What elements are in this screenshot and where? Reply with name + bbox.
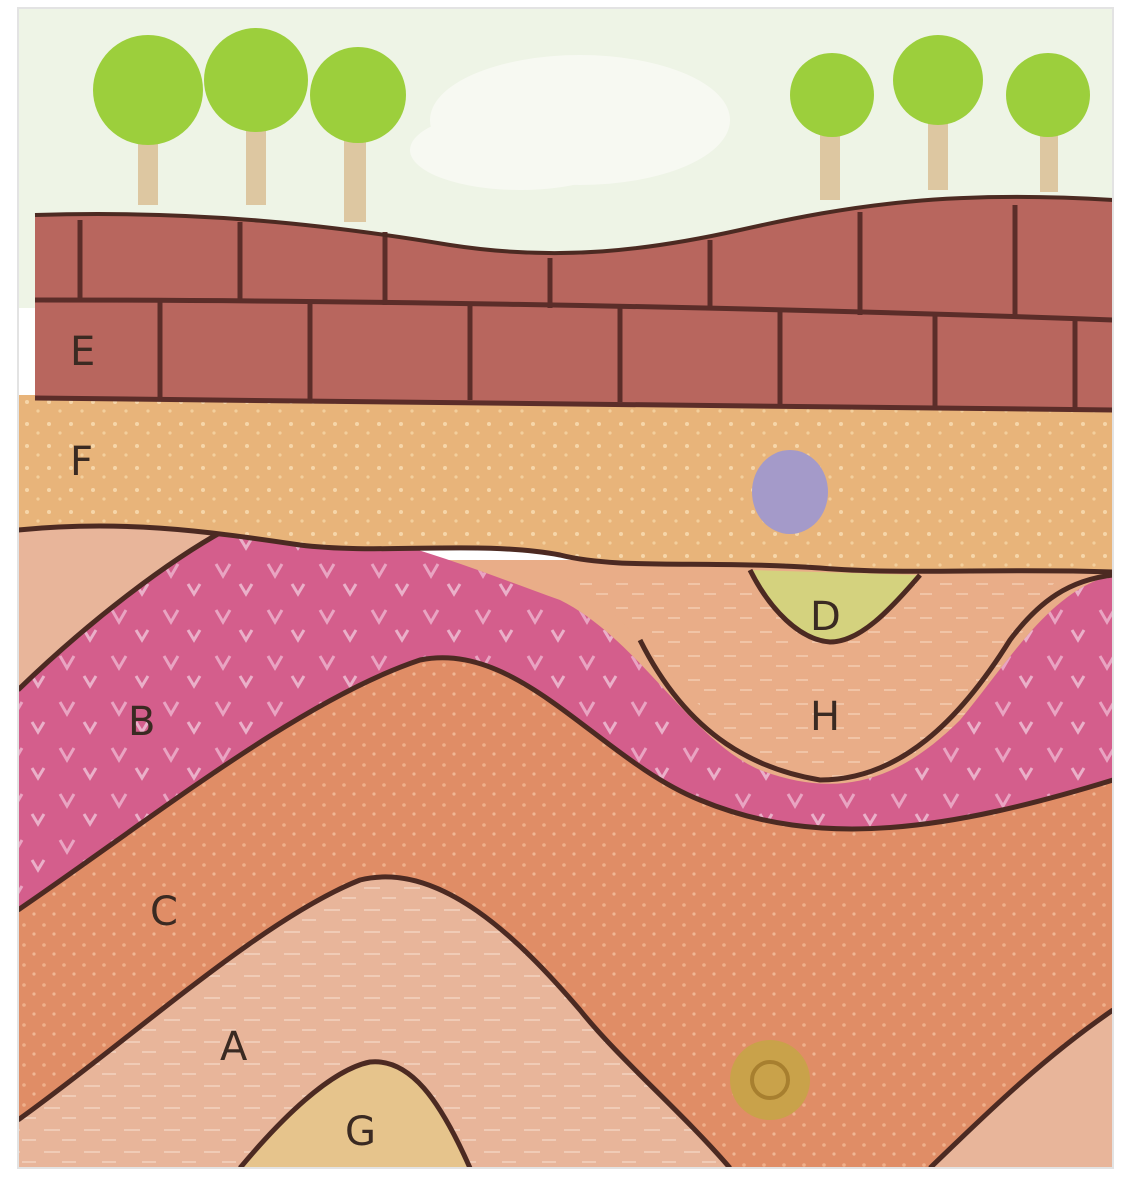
label-b: B (128, 699, 155, 745)
label-f: F (70, 439, 93, 485)
pebble-icon (752, 450, 828, 534)
label-a: A (220, 1024, 248, 1070)
label-g: G (345, 1109, 376, 1155)
label-c: C (150, 889, 178, 935)
cloud (410, 110, 630, 190)
fossil-icon (730, 1040, 810, 1120)
label-h: H (810, 694, 840, 740)
label-d: D (810, 594, 841, 640)
label-e: E (70, 329, 95, 375)
